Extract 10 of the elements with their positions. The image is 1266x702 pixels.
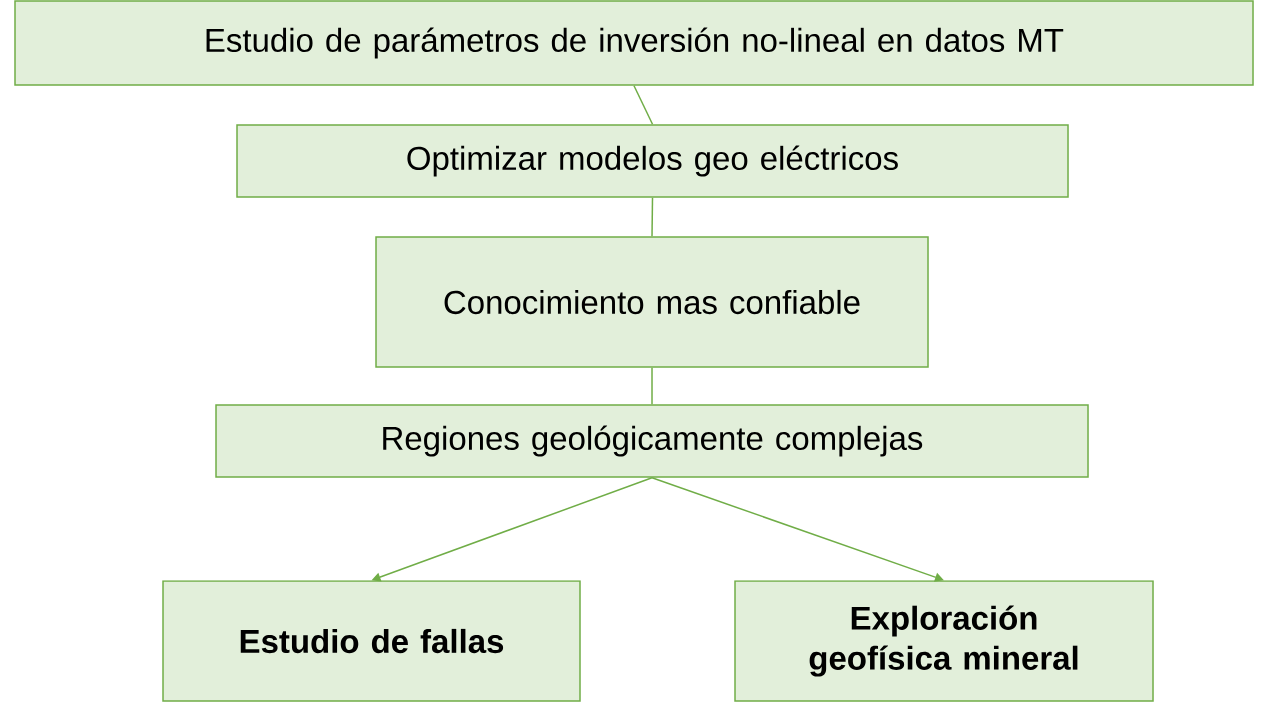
process-box: Regiones geológicamente complejas [215,404,1089,478]
connector-line [633,85,654,125]
arrow [651,477,944,582]
process-box: Exploración geofísica mineral [734,580,1154,702]
connector-line [651,367,653,405]
connector-line [651,197,654,237]
process-box: Optimizar modelos geo eléctricos [236,124,1069,198]
process-box: Estudio de fallas [162,580,581,702]
process-box: Estudio de parámetros de inversión no-lineal en datos MT [14,0,1254,86]
process-box: Conocimiento mas confiable [375,236,929,368]
